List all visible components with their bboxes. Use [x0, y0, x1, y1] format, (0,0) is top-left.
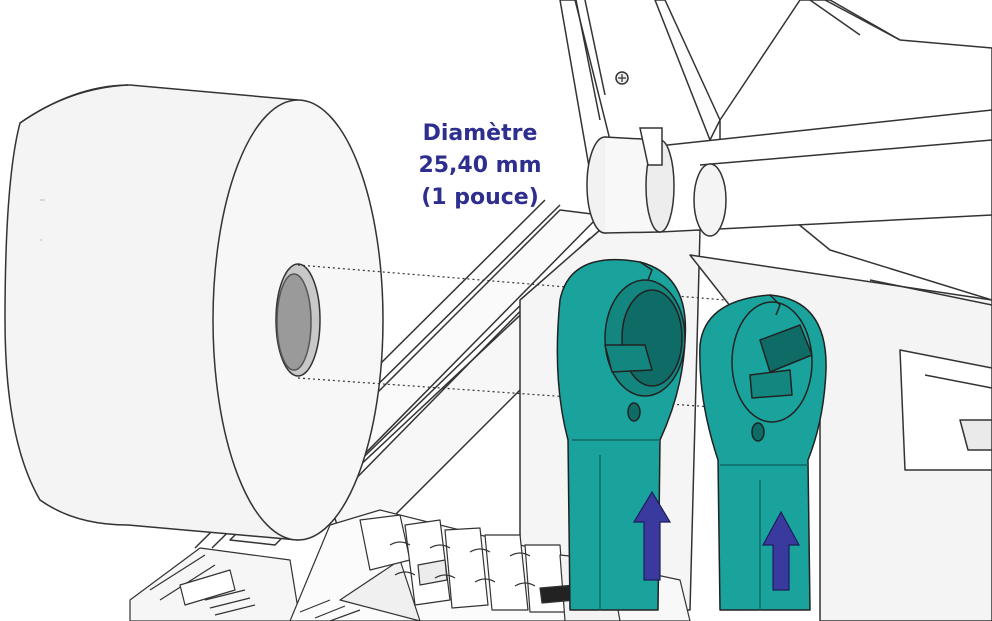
up-arrow-icon — [761, 510, 801, 591]
printer-mechanism — [129, 509, 691, 621]
up-arrow-icon — [632, 490, 672, 581]
core-diameter-label: Diamètre 25,40 mm (1 pouce) — [360, 118, 600, 214]
label-line-2: 25,40 mm — [418, 153, 542, 178]
label-line-1: Diamètre — [422, 121, 538, 146]
label-line-3: (1 pouce) — [421, 185, 539, 210]
core-diameter-guide-lines — [297, 264, 756, 411]
printer-shaft — [586, 109, 992, 237]
media-roll-icon — [4, 84, 384, 541]
right-media-holder — [699, 294, 827, 611]
